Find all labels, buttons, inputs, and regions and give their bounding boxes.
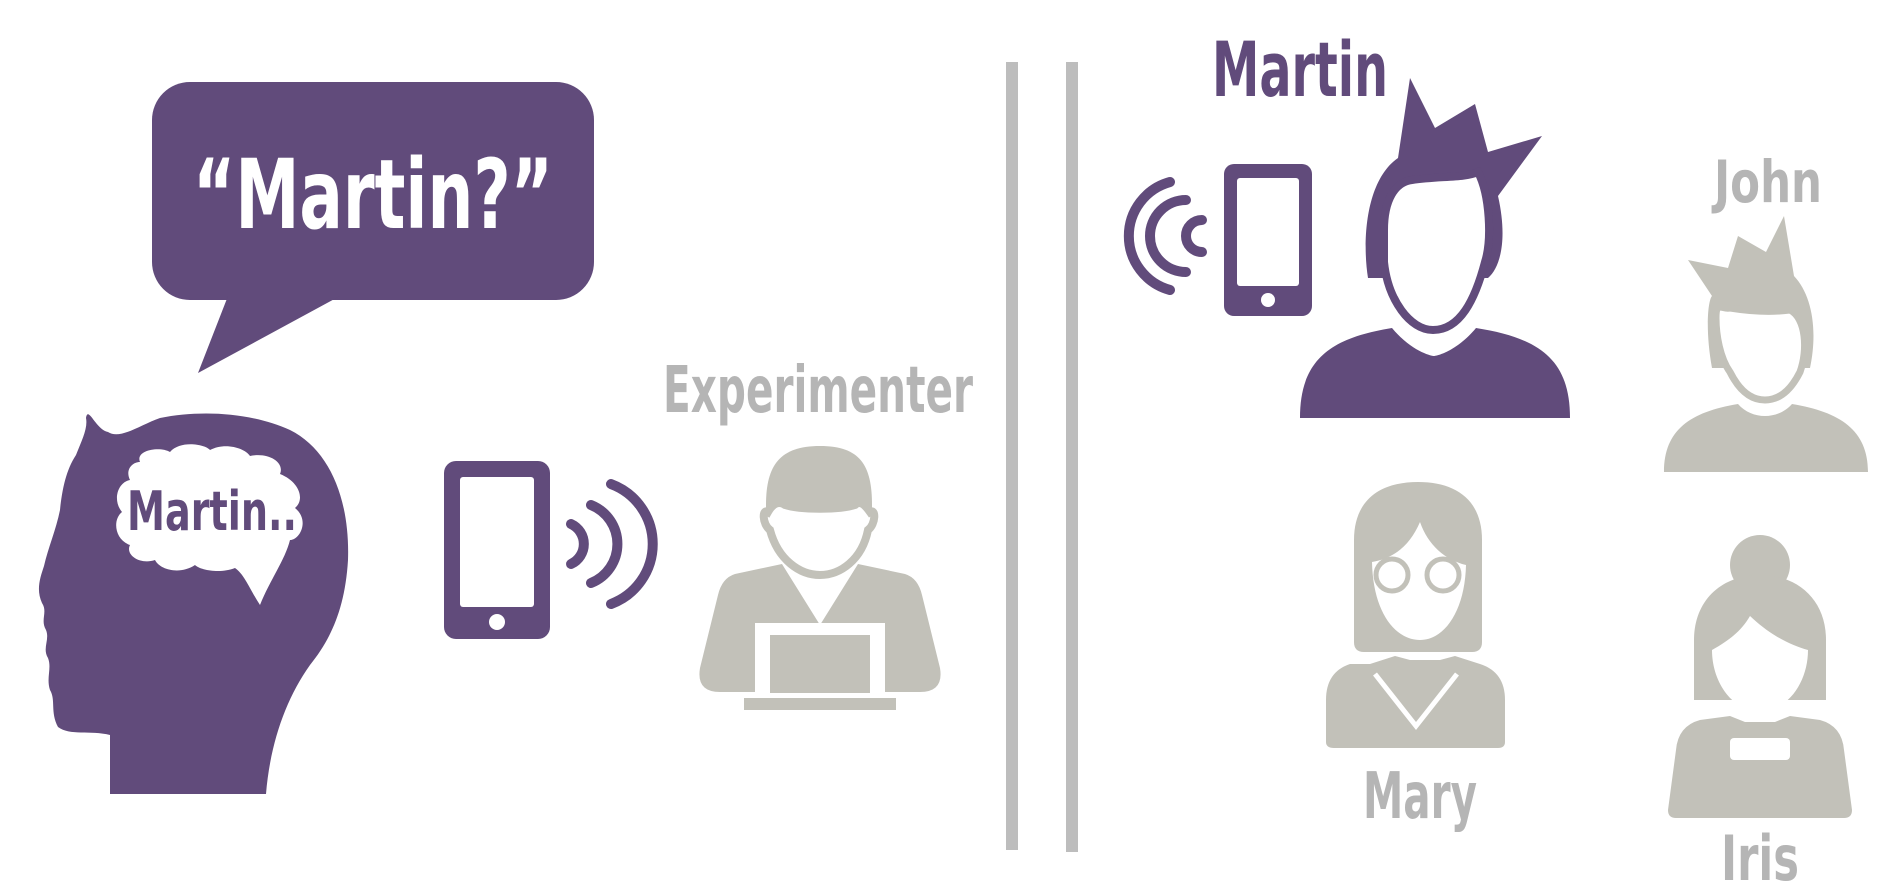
mary-person-icon [1326,482,1505,748]
thought-cloud-text: Martin.. [127,480,297,543]
signal-waves-icon [566,479,658,609]
participant-head-icon: Martin.. [38,413,349,794]
iris-person-icon [1668,535,1852,818]
speech-bubble: “Martin?” [152,82,594,373]
experimenter-icon [699,446,941,710]
phone-icon [444,461,550,639]
divider-lines [1006,62,1078,852]
signal-waves-icon [1123,177,1207,295]
thought-cloud: Martin.. [116,444,303,605]
martin-person-icon [1300,78,1570,418]
john-person-icon [1664,216,1868,472]
martin-label: Martin [1212,25,1388,114]
speech-bubble-text: “Martin?” [193,139,553,251]
mary-label: Mary [1363,760,1477,834]
john-label: John [1711,148,1822,216]
phone-icon [1224,164,1312,316]
iris-label: Iris [1721,822,1799,884]
experimenter-label: Experimenter [663,354,973,428]
